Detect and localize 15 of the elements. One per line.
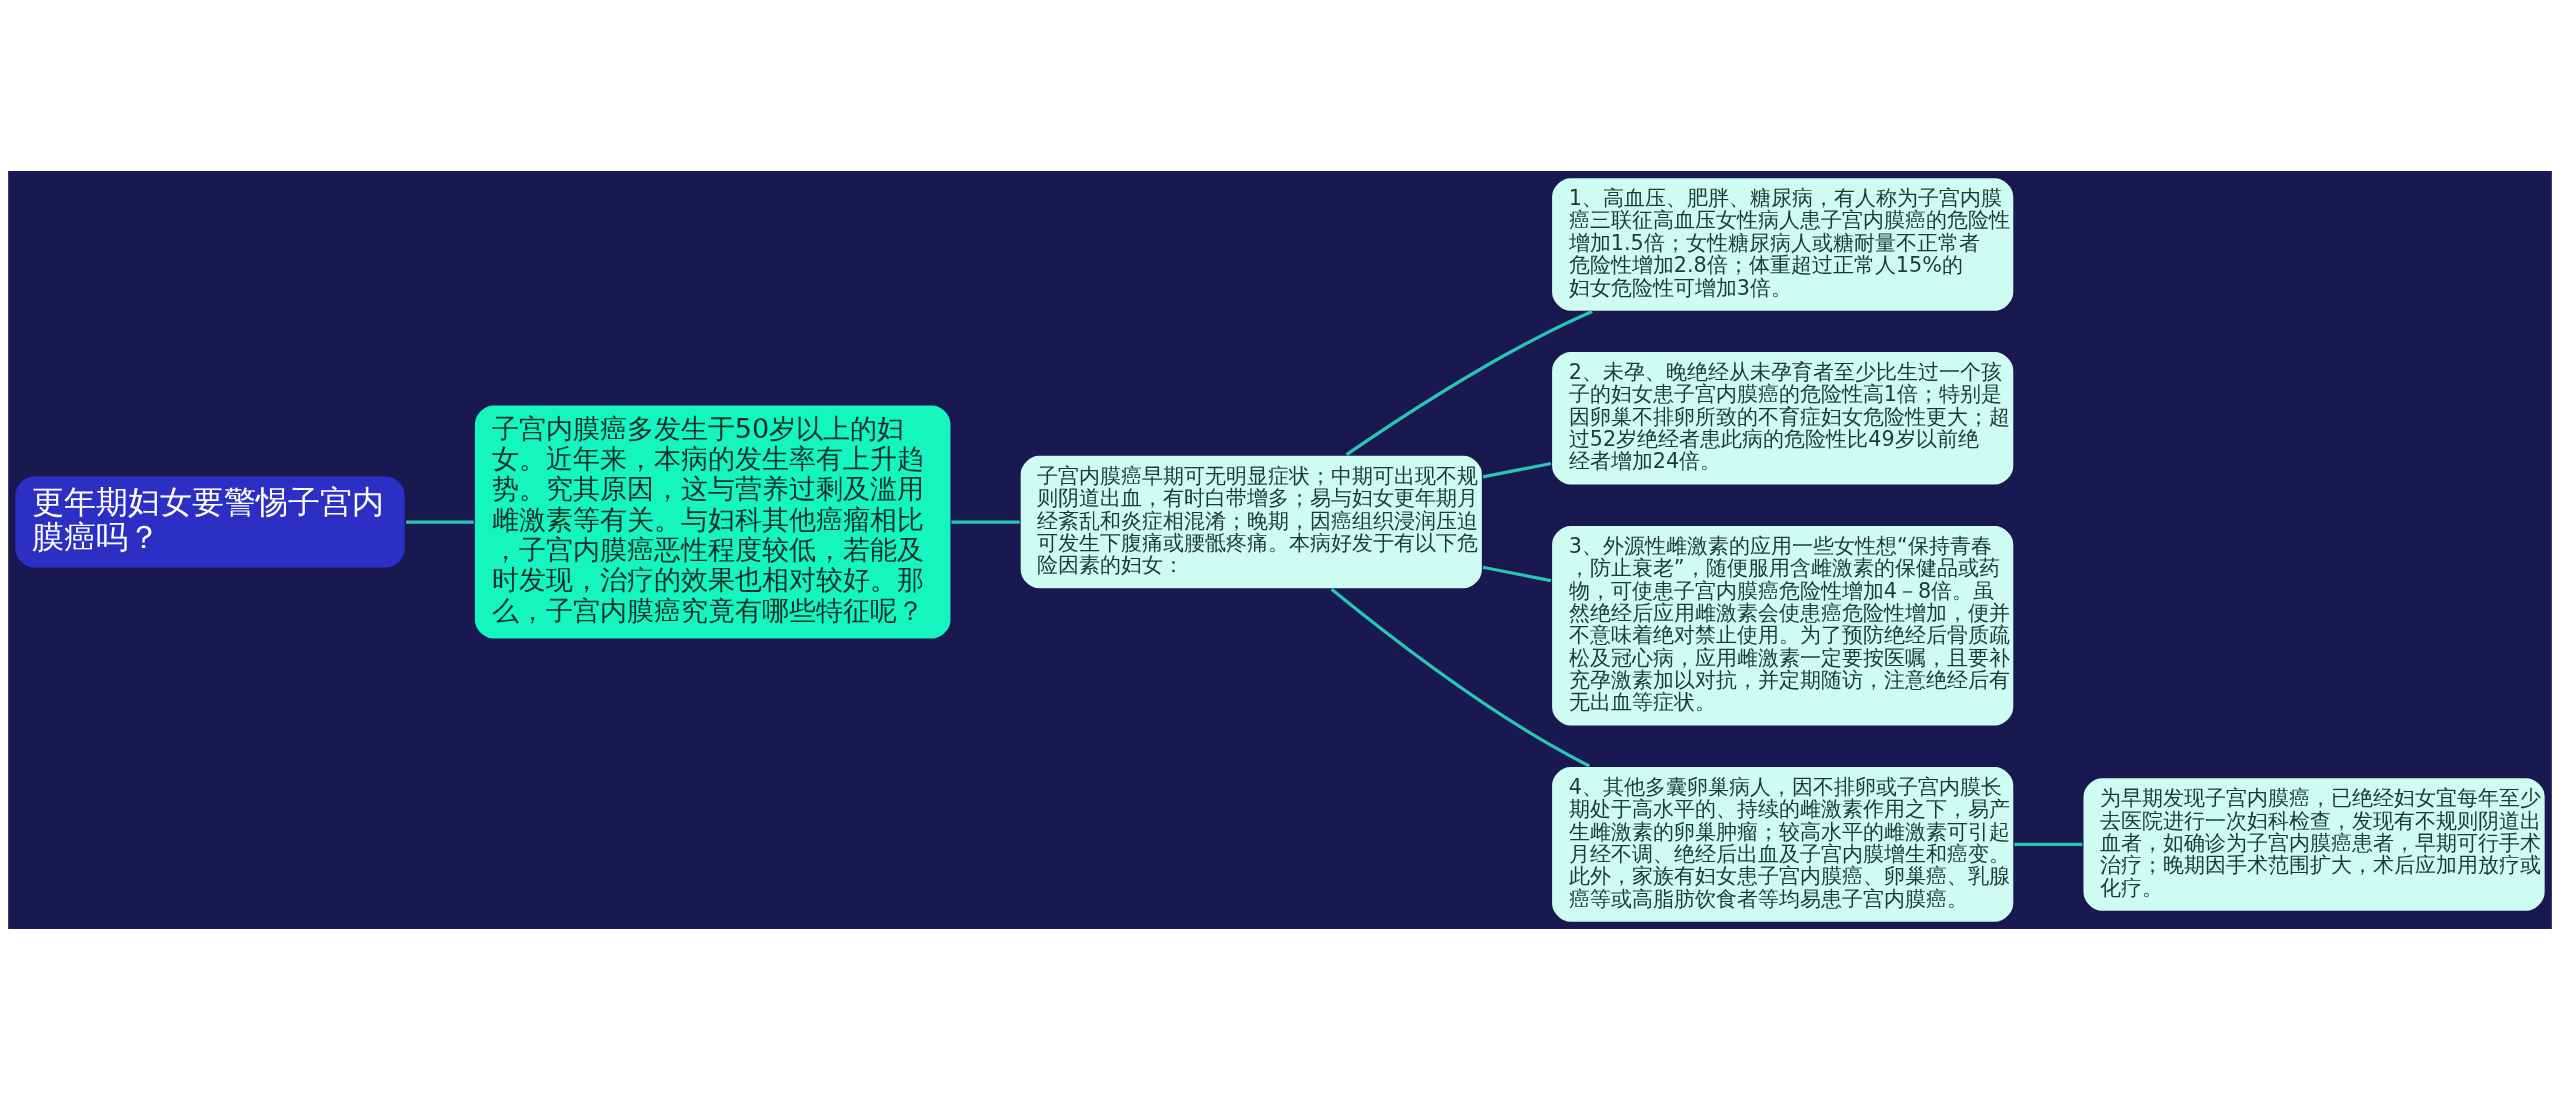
connector bbox=[1345, 310, 1593, 456]
node-box: 1、高血压、肥胖、糖尿病，有人称为子宫内膜癌三联征高血压女性病人患子宫内膜癌的危险性增加1.5倍；女性糖尿病人或糖耐量不正常者危险性增加2.8倍；体重超过正常人15%的妇女危险性可增加3倍。 bbox=[1550, 176, 2015, 313]
node-box: 子宫内膜癌早期可无明显症状；中期可出现不规则阴道出血，有时白带增多；易与妇女更年期月经紊乱和炎症相混淆；晚期，因癌组织浸润压迫可发生下腹痛或腰骶疼痛。本病好发于有以下危险因素的妇女： bbox=[1019, 454, 1484, 590]
node-box: 子宫内膜癌多发生于50岁以上的妇女。近年来，本病的发生率有上升趋势。究其原因，这与营养过剩及滥用雌激素等有关。与妇科其他癌瘤相比，子宫内膜癌恶性程度较低，若能及时发现，治疗的效果也相对较好。那么，子宫内膜癌究竟有哪些特征呢？ bbox=[473, 403, 953, 641]
connector bbox=[1482, 565, 1552, 583]
node-box: 为早期发现子宫内膜癌，已绝经妇女宜每年至少去医院进行一次妇科检查，发现有不规则阴道出血者，如确诊为子宫内膜癌患者，早期可行手术治疗；晚期因手术范围扩大，术后应加用放疗或化疗。 bbox=[2081, 776, 2547, 913]
connector bbox=[951, 520, 1020, 524]
node-box: 2、未孕、晚绝经从未孕育者至少比生过一个孩子的妇女患子宫内膜癌的危险性高1倍；特别是因卵巢不排卵所致的不育症妇女危险性更大；超过52岁绝经者患此病的危险性比49岁以前绝经者增加24倍。 bbox=[1550, 350, 2015, 487]
node-box: 4、其他多囊卵巢病人，因不排卵或子宫内膜长期处于高水平的、持续的雌激素作用之下，易产生雌激素的卵巢肿瘤；较高水平的雌激素可引起月经不调、绝经后出血及子宫内膜增生和癌变。此外，家族有妇女患子宫内膜癌、卵巢癌、乳腺癌等或高脂肪饮食者等均易患子宫内膜癌。 bbox=[1550, 765, 2015, 924]
connector bbox=[1330, 587, 1591, 768]
connector bbox=[406, 520, 474, 524]
node-box: 更年期妇女要警惕子宫内膜癌吗？ bbox=[13, 475, 407, 570]
node-box: 3、外源性雌激素的应用一些女性想“保持青春，防止衰老”，随便服用含雌激素的保健品或药物，可使患子宫内膜癌危险性增加4－8倍。虽然绝经后应用雌激素会使患癌危险性增加，便并不意味着绝对禁止使用。为了预防绝经后骨质疏松及冠心病，应用雌激素一定要按医嘱，且要补充孕激素加以对抗，并定期随访，注意绝经后有无出血等症状。 bbox=[1550, 524, 2015, 728]
connector bbox=[1482, 461, 1552, 479]
connector bbox=[2014, 842, 2083, 846]
